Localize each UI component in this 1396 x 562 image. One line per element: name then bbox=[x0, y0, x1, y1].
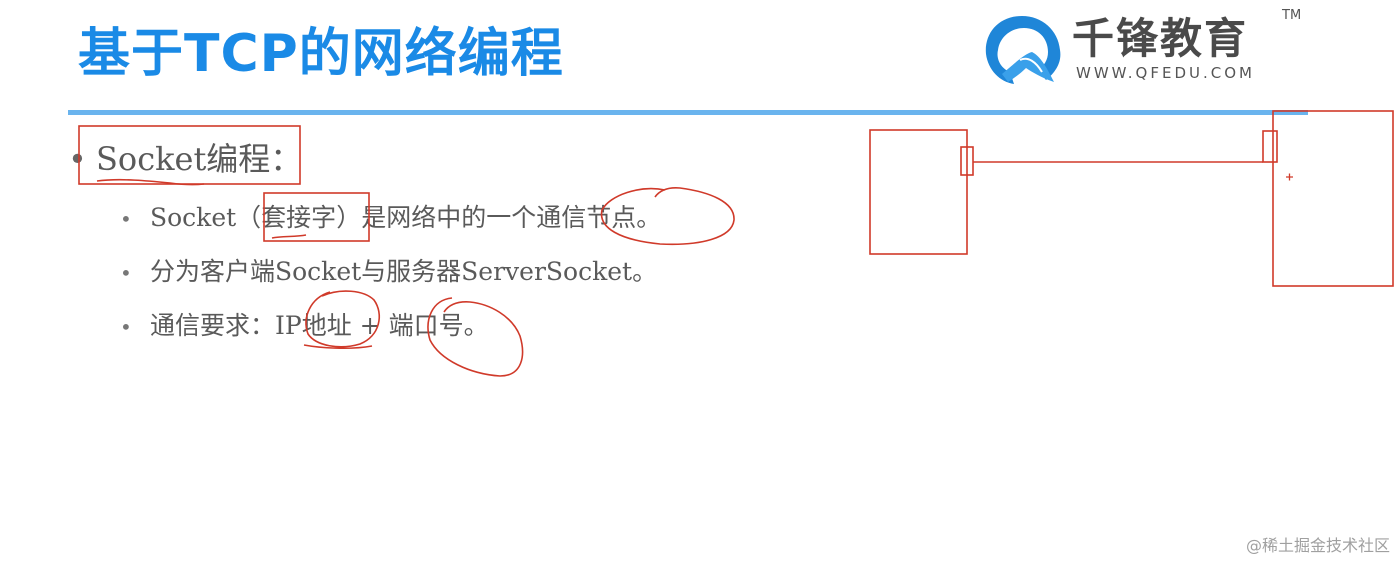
bullet-marker: • bbox=[120, 315, 132, 339]
bullet-text: 。 bbox=[636, 203, 662, 232]
bullet-text: Socket（ bbox=[150, 203, 262, 232]
logo-trademark: TM bbox=[1282, 8, 1302, 23]
highlighted-term-port: 端口号 bbox=[388, 311, 464, 340]
highlighted-term-node: 通信节点 bbox=[536, 203, 637, 232]
diagram-server-port bbox=[1262, 130, 1278, 163]
qfedu-logo-icon bbox=[985, 16, 1061, 84]
diagram-client-port bbox=[960, 146, 974, 176]
bullet-text: 通信要求： bbox=[150, 311, 276, 340]
bullet-requirements: • 通信要求：IP地址 + 端口号。 bbox=[120, 308, 489, 345]
bullet-text: 分为客户端Socket与服务器ServerSocket。 bbox=[150, 257, 658, 286]
highlighted-term-ip: IP地址 bbox=[275, 311, 352, 340]
cursor-crosshair bbox=[1286, 173, 1293, 181]
bullet-text: 。 bbox=[463, 311, 489, 340]
highlighted-term-taojiezi: 套接字 bbox=[261, 203, 337, 232]
bullet-text: + bbox=[351, 311, 389, 340]
bullet-text: Socket编程： bbox=[96, 140, 303, 178]
bullet-marker: • bbox=[120, 207, 132, 231]
logo: 千锋教育 WWW.QFEDU.COM TM bbox=[980, 8, 1310, 88]
diagram-server-box bbox=[1272, 110, 1394, 287]
logo-url: WWW.QFEDU.COM bbox=[1076, 64, 1255, 82]
slide-content: • Socket编程： •Socket（套接字）是网络中的一个通信节点。 •分为… bbox=[68, 140, 661, 345]
bullet-marker: • bbox=[120, 261, 132, 285]
watermark: @稀土掘金技术社区 bbox=[1245, 536, 1390, 555]
bullet-client-server: • 分为客户端Socket与服务器ServerSocket。 bbox=[120, 254, 657, 291]
logo-name: 千锋教育 bbox=[1072, 14, 1249, 63]
bullet-text: ）是网络中的一个 bbox=[336, 203, 537, 232]
bullet-marker: • bbox=[68, 140, 87, 178]
title-divider bbox=[68, 110, 1308, 115]
bullet-socket-definition: • Socket（套接字）是网络中的一个通信节点。 bbox=[120, 200, 661, 237]
diagram-client-box bbox=[869, 129, 968, 255]
slide-title: 基于TCP的网络编程 bbox=[78, 24, 564, 84]
